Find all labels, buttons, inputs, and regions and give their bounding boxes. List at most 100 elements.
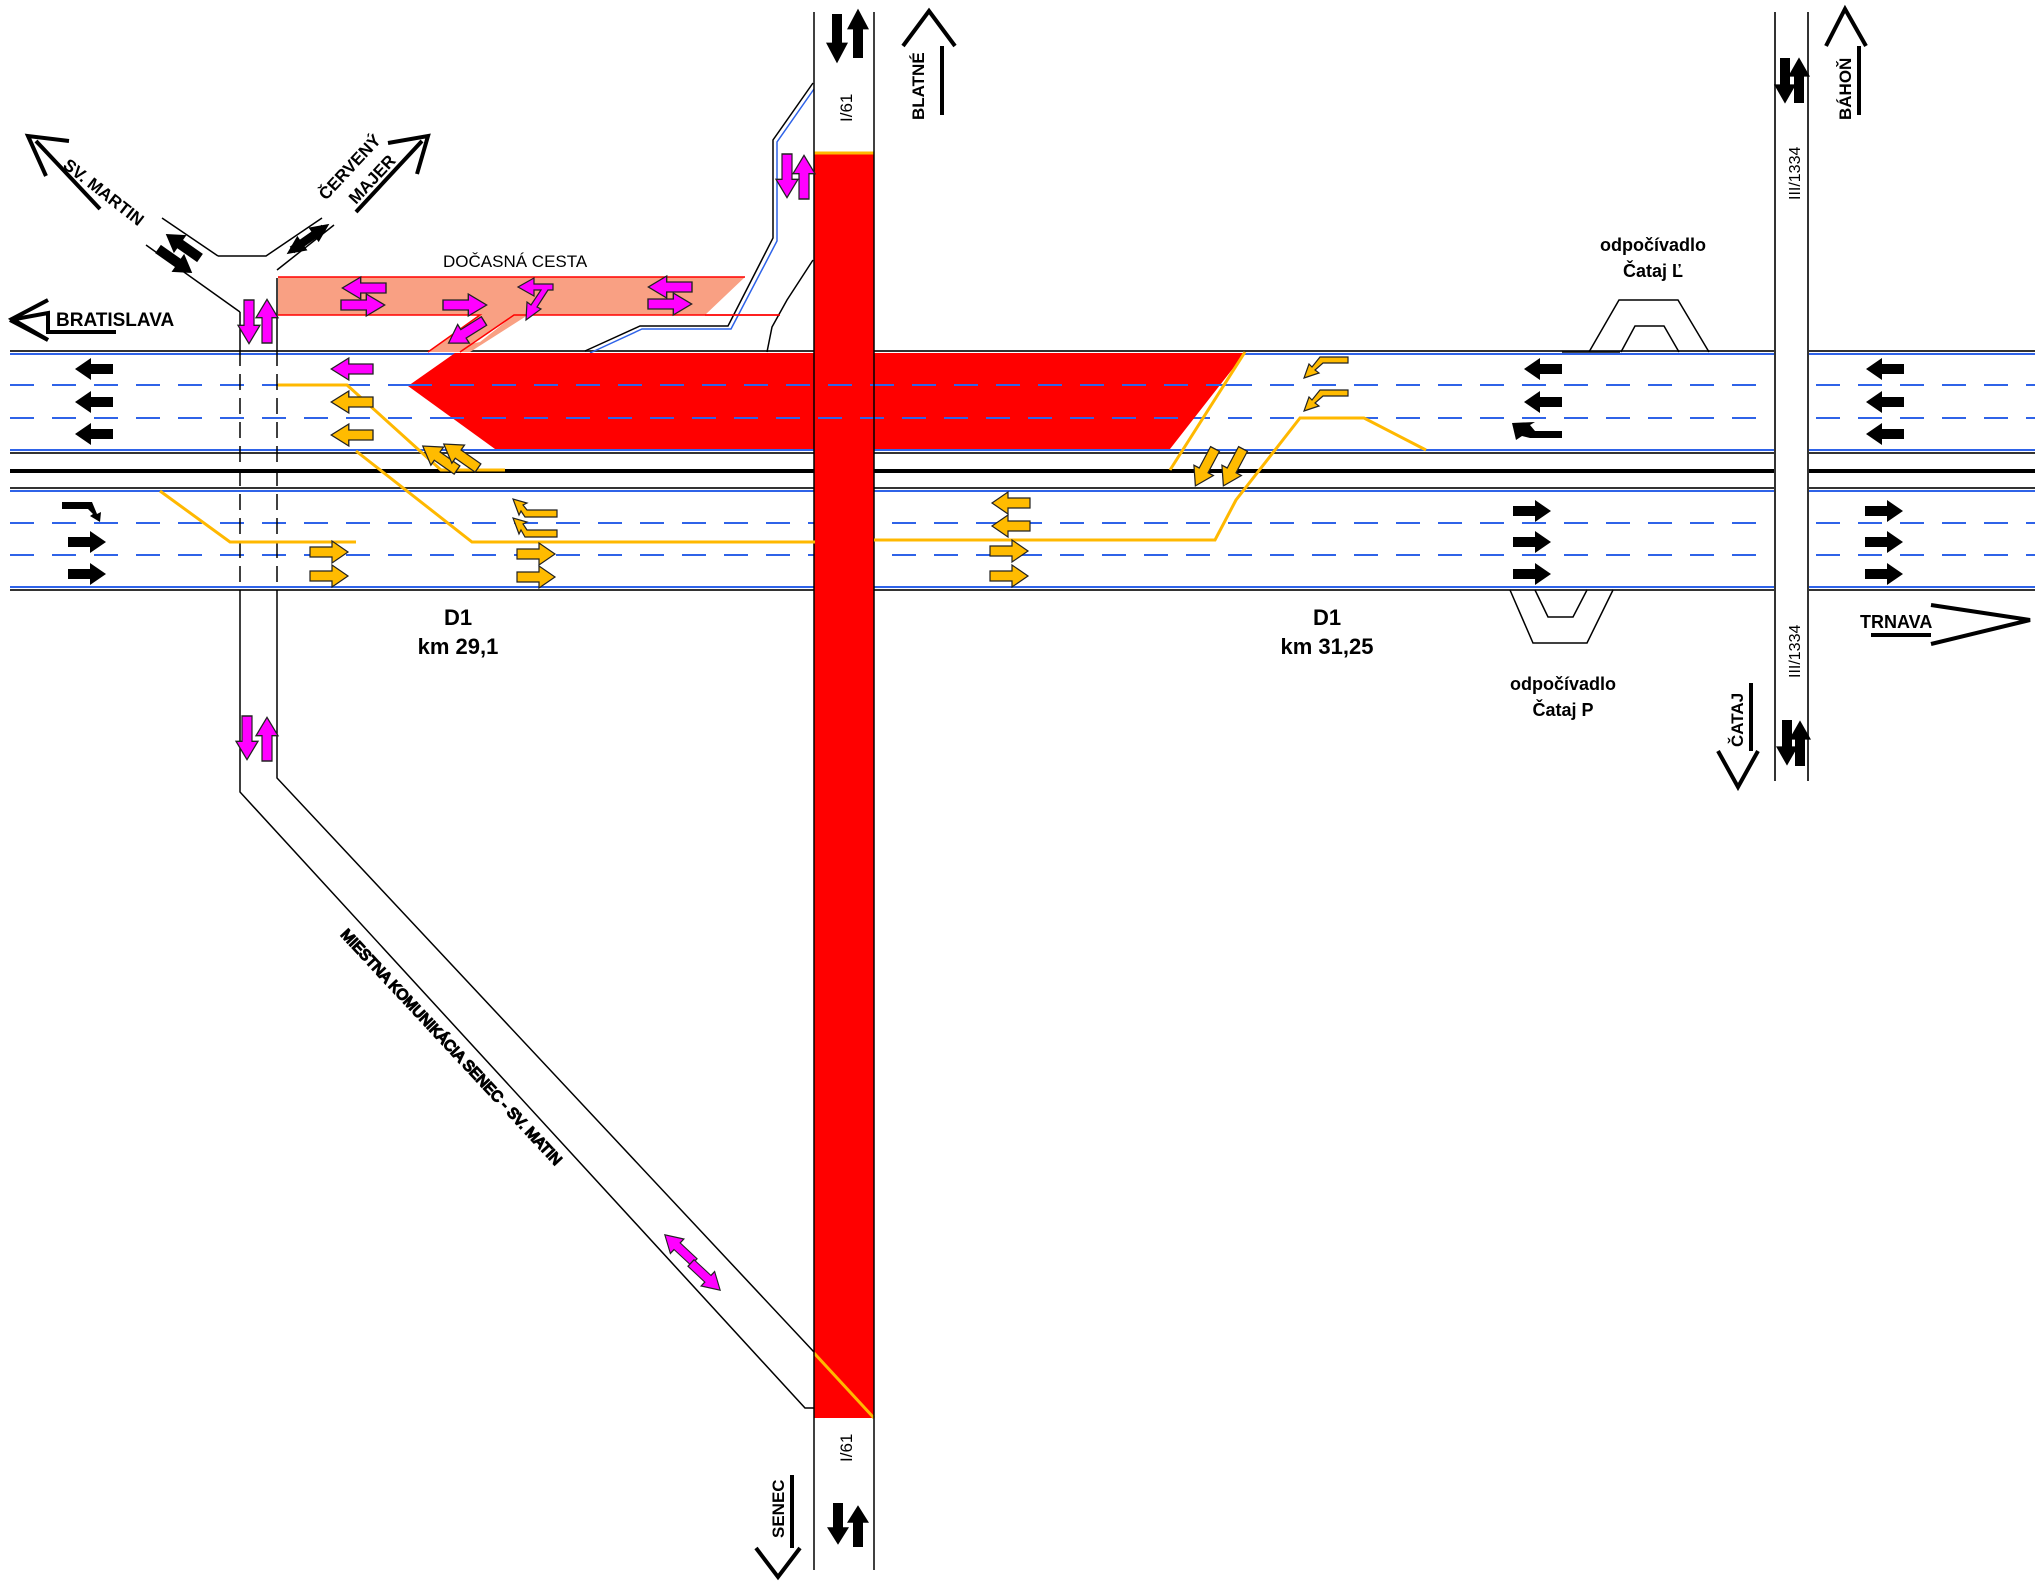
km-label-east: km 31,25 xyxy=(1281,634,1374,659)
access-road-edge xyxy=(584,82,814,352)
arrow-left-icon xyxy=(330,357,374,381)
regular-flow-arrows xyxy=(62,8,1904,1547)
arrow-down-icon xyxy=(237,299,261,345)
i61-label-top: I/61 xyxy=(837,94,856,122)
detour-line xyxy=(159,489,356,544)
direction-label-cataj: ČATAJ xyxy=(1728,693,1747,747)
arrow-left-icon xyxy=(1866,391,1904,413)
local-flow-arrows xyxy=(235,153,816,1299)
direction-label-blatne: BLATNÉ xyxy=(909,52,928,120)
rest-area-outline xyxy=(1534,589,1588,618)
arrow-down-icon xyxy=(775,153,799,199)
arrow-left-icon xyxy=(1866,358,1904,380)
arrow-left-icon xyxy=(75,391,113,413)
arrow-right-icon xyxy=(1865,563,1903,585)
arrow-left-icon xyxy=(75,358,113,380)
direction-arrow-trnava-icon xyxy=(1930,603,2031,646)
iii1334-label-bottom: III/1334 xyxy=(1787,625,1804,678)
arrow-up-icon xyxy=(847,8,869,58)
detour-line xyxy=(355,449,815,544)
arrow-right-icon xyxy=(1513,531,1551,553)
direction-arrow-cerveny-majer-icon xyxy=(387,133,431,175)
local-road-edge xyxy=(276,592,815,1353)
detour-lines xyxy=(159,351,1427,544)
arrow-right-icon xyxy=(516,565,556,589)
arrow-right-icon xyxy=(68,531,106,553)
direction-arrow-bratislava-icon xyxy=(7,298,50,342)
rest-area-cataj-p-line1: odpočívadlo xyxy=(1510,674,1616,694)
detour-line xyxy=(1168,351,1247,471)
arrow-curve-left-icon xyxy=(1303,389,1349,412)
direction-arrow-bahon-icon xyxy=(1824,4,1868,47)
iii1334-gap xyxy=(1775,346,1807,596)
arrow-left-turn-icon xyxy=(1512,422,1562,440)
rest-area-cataj-l-line2: Čataj Ľ xyxy=(1623,260,1683,281)
rest-area-cataj-p-line2: Čataj P xyxy=(1532,699,1593,720)
temporary-road-edge xyxy=(459,314,780,353)
arrow-right-icon xyxy=(309,540,349,564)
access-road-edge-blue xyxy=(589,88,815,354)
arrow-up-icon xyxy=(1788,57,1810,103)
arrow-right-icon xyxy=(68,563,106,585)
direction-label-bahon: BÁHOŇ xyxy=(1836,58,1855,120)
arrow-left-icon xyxy=(1524,358,1562,380)
direction-label-bratislava: BRATISLAVA xyxy=(56,310,174,331)
direction-label-sv-martin: SV. MARTIN xyxy=(60,155,148,229)
i61-label-bottom: I/61 xyxy=(837,1434,856,1462)
arrow-left-icon xyxy=(991,514,1031,538)
arrow-down-icon xyxy=(827,1503,849,1545)
local-road-edge xyxy=(218,217,323,257)
arrow-right-icon xyxy=(1513,563,1551,585)
arrow-left-icon xyxy=(1866,423,1904,445)
arrow-curve-left-icon xyxy=(1303,356,1349,379)
arrow-right-icon xyxy=(516,542,556,566)
rest-area-cataj-l xyxy=(1562,299,1710,353)
closure-i61 xyxy=(814,153,874,1418)
arrow-right-icon xyxy=(1865,500,1903,522)
rest-area-cataj-l-line1: odpočívadlo xyxy=(1600,235,1706,255)
road-iii1334 xyxy=(1774,12,1809,781)
temporary-road-edge xyxy=(278,314,483,353)
detour-flow-arrows xyxy=(309,356,1349,589)
arrow-left-icon xyxy=(330,423,374,447)
arrow-up-icon xyxy=(792,154,816,200)
access-road-north xyxy=(584,82,815,354)
temporary-road-area xyxy=(278,277,745,352)
arrow-down-icon xyxy=(1774,58,1796,104)
direction-arrow-shaft xyxy=(34,139,102,211)
direction-label-trnava: TRNAVA xyxy=(1860,612,1932,632)
iii1334-label-top: III/1334 xyxy=(1787,147,1804,200)
arrow-up-icon xyxy=(255,298,279,344)
arrow-down-icon xyxy=(1776,720,1798,766)
direction-arrow-shaft xyxy=(354,139,424,214)
rest-area-outline xyxy=(1588,299,1710,353)
arrow-split-icon xyxy=(516,276,554,322)
arrow-left-icon xyxy=(991,491,1031,515)
access-road-edge xyxy=(766,259,814,353)
rest-area-outline xyxy=(1620,325,1680,353)
local-road-label: MIESTNA KOMUNIKÁCIA SENEC - SV. MATIN xyxy=(337,926,565,1169)
local-road-edge xyxy=(239,592,814,1409)
km-label-west: km 29,1 xyxy=(418,634,499,659)
direction-arrow-cataj-icon xyxy=(1716,750,1760,792)
d1-label-west: D1 xyxy=(444,605,472,630)
arrow-right-icon xyxy=(989,564,1029,588)
direction-arrow-blatne-icon xyxy=(901,7,957,48)
arrow-left-icon xyxy=(330,390,374,414)
temporary-road-label: DOČASNÁ CESTA xyxy=(443,252,588,271)
arrow-right-icon xyxy=(1865,531,1903,553)
arrow-left-icon xyxy=(1524,391,1562,413)
direction-arrow-sv-martin-icon xyxy=(24,133,70,177)
d1-label-east: D1 xyxy=(1313,605,1341,630)
arrow-up-icon xyxy=(847,1505,869,1547)
rest-area-outline xyxy=(1509,589,1614,644)
road-i61 xyxy=(813,12,875,1570)
detour-line xyxy=(874,416,1427,542)
arrow-right-icon xyxy=(1513,500,1551,522)
arrow-left-turn-icon xyxy=(512,517,558,538)
direction-label-senec: SENEC xyxy=(769,1479,788,1538)
direction-signs xyxy=(7,4,2031,1581)
local-road-edge xyxy=(161,217,219,257)
arrow-right-icon xyxy=(309,564,349,588)
